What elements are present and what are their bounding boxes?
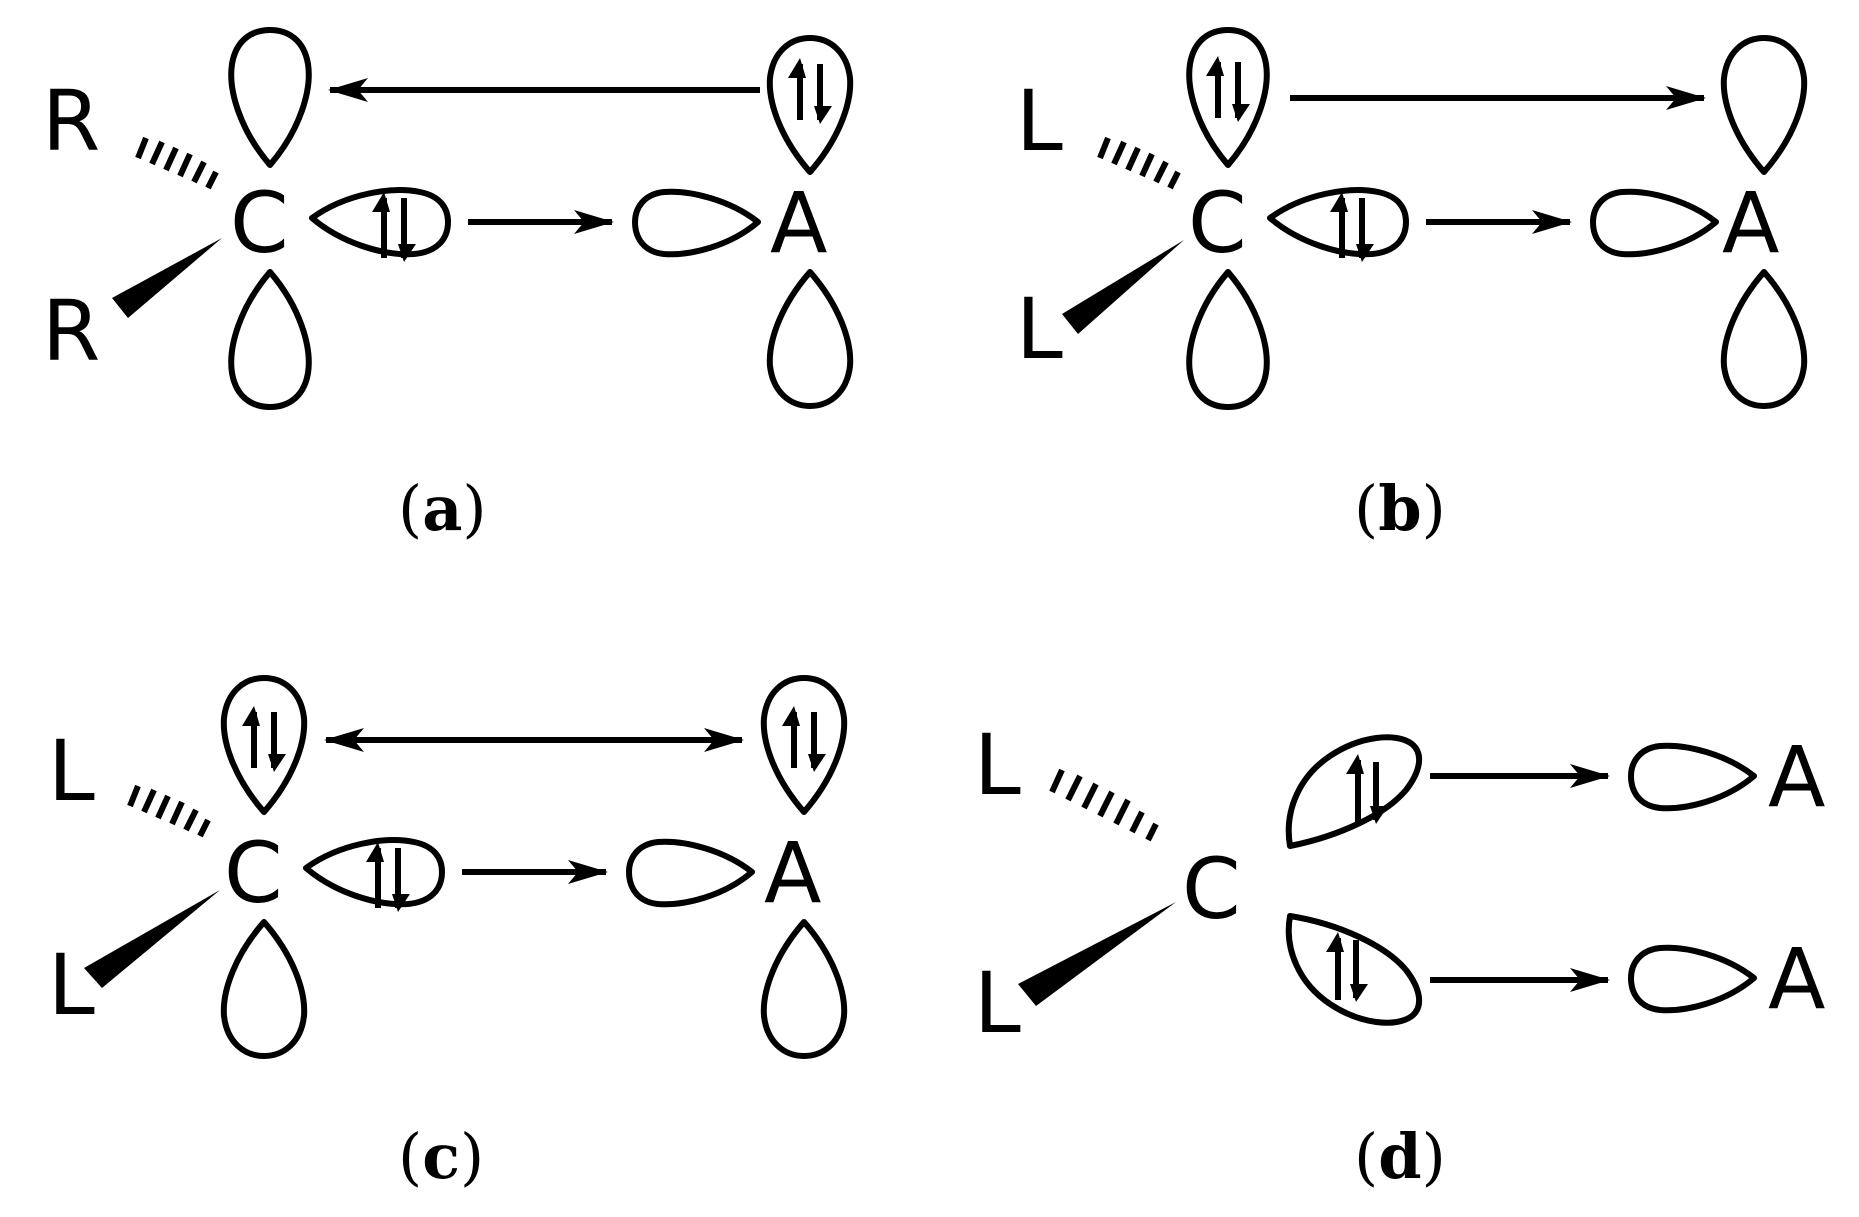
p-lobe-lower-empty [228, 269, 312, 410]
acceptor-atom-label: A [764, 824, 821, 922]
electron-pair-icon [366, 842, 410, 912]
sigma-lobe-filled [1267, 187, 1409, 258]
substituent-label: L [974, 954, 1021, 1052]
acceptor-p-lobe-filled [760, 675, 848, 815]
panel-caption: (c) [398, 1120, 484, 1193]
acceptor-atom-label: A [770, 174, 827, 272]
acceptor-atom-label: A [1768, 728, 1825, 826]
central-atom-label: C [230, 174, 289, 272]
central-atom-label: C [224, 824, 283, 922]
electron-pair-icon [1330, 192, 1374, 262]
acceptor-lobe-empty [632, 188, 761, 258]
acceptor-p-lobe-lower [760, 919, 848, 1059]
electron-pair-icon [372, 192, 416, 262]
substituent-label: R [42, 72, 100, 170]
substituent-label: L [1016, 72, 1063, 170]
p-lobe-upper-filled [220, 675, 308, 815]
central-atom-label: C [1182, 840, 1241, 938]
acceptor-p-lobe-filled [766, 35, 854, 175]
hashed-bond [1097, 136, 1181, 190]
substituent-label: R [42, 282, 100, 380]
wedge-bond [1062, 240, 1184, 334]
panel-b: C A L L (b) [1016, 27, 1808, 545]
electron-pair-icon [1346, 754, 1388, 824]
substituent-label: L [1016, 280, 1063, 378]
acceptor-lobe-empty [1590, 188, 1719, 258]
p-lobe-lower-empty [1186, 269, 1270, 410]
sigma-lobe-filled [303, 837, 445, 908]
p-lobe-upper-empty [228, 27, 312, 168]
central-atom-label: C [1188, 174, 1247, 272]
acceptor-lobe-empty [626, 838, 755, 908]
substituent-label: L [48, 936, 95, 1034]
panel-a: C A R R (a) [42, 27, 854, 545]
wedge-bond [112, 238, 222, 318]
hashed-bond [127, 784, 211, 838]
panel-caption: (d) [1354, 1120, 1446, 1193]
panel-c: C A L L (c) [48, 675, 848, 1193]
electron-pair-icon [1206, 56, 1250, 122]
acceptor-atom-label: A [1768, 930, 1825, 1028]
electron-pair-icon [782, 706, 826, 772]
acceptor-lobe-empty [1628, 944, 1757, 1014]
panel-d: C A A L L (d) [974, 716, 1825, 1193]
electron-pair-icon [1326, 932, 1368, 1002]
acceptor-p-lobe-lower [1720, 269, 1808, 409]
sigma-lobe-upper-filled [1285, 734, 1423, 849]
acceptor-atom-label: A [1722, 174, 1779, 272]
p-lobe-lower-empty [220, 919, 308, 1059]
acceptor-p-lobe-lower [766, 269, 854, 409]
substituent-label: L [48, 722, 95, 820]
electron-pair-icon [788, 58, 832, 124]
panel-caption: (a) [398, 472, 487, 545]
electron-pair-icon [242, 706, 286, 772]
substituent-label: L [974, 716, 1021, 814]
acceptor-lobe-empty [1628, 742, 1757, 812]
wedge-bond [84, 890, 220, 988]
p-lobe-upper-filled [1186, 27, 1270, 168]
sigma-lobe-filled [309, 187, 451, 258]
acceptor-p-lobe-upper-empty [1720, 35, 1808, 175]
hashed-bond [135, 136, 219, 190]
panel-caption: (b) [1354, 472, 1446, 545]
wedge-bond [1018, 902, 1176, 1006]
hashed-bond [1049, 768, 1159, 842]
